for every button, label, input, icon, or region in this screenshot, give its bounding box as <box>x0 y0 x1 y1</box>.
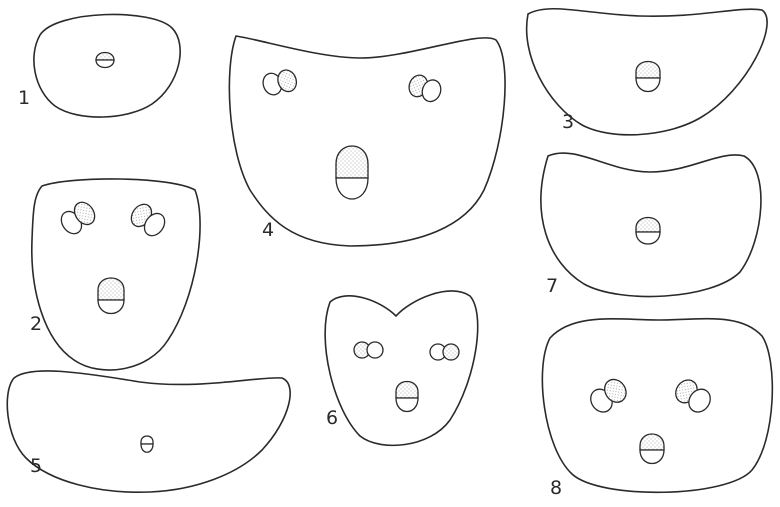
vascular-bundle <box>354 342 383 358</box>
figure-label: 5 <box>30 455 42 477</box>
vascular-bundle <box>671 376 714 416</box>
figure-label: 1 <box>18 87 30 109</box>
figure-6: 6 <box>325 291 478 445</box>
cross-section-outline <box>7 371 290 492</box>
vascular-bundle <box>98 278 124 314</box>
cross-section-outline <box>229 36 505 246</box>
vascular-bundle <box>636 62 660 92</box>
figure-label: 3 <box>562 111 574 133</box>
vascular-bundle <box>127 200 169 239</box>
figure-label: 7 <box>546 275 558 297</box>
figure-label: 6 <box>326 407 338 429</box>
vascular-bundle <box>57 198 99 237</box>
vascular-bundle <box>406 73 444 105</box>
vascular-bundle <box>636 218 660 245</box>
figure-7: 7 <box>541 153 761 297</box>
figure-8: 8 <box>542 319 772 499</box>
vascular-bundle <box>96 53 114 68</box>
figure-4: 4 <box>229 36 505 246</box>
vascular-bundle <box>396 382 418 412</box>
figure-label: 2 <box>30 313 42 335</box>
figure-label: 8 <box>550 477 562 499</box>
figure-label: 4 <box>262 219 274 241</box>
cross-section-outline <box>542 319 772 493</box>
figure-3: 3 <box>527 9 767 135</box>
vascular-bundle <box>336 146 368 199</box>
vascular-bundle <box>586 375 630 416</box>
vascular-bundle <box>430 344 459 360</box>
figure-2: 2 <box>30 179 200 370</box>
vascular-bundle <box>141 436 153 452</box>
vascular-bundle <box>260 66 299 100</box>
cross-section-outline <box>32 179 200 370</box>
figure-1: 1 <box>18 14 180 117</box>
vascular-bundle <box>640 434 664 464</box>
cross-section-outline <box>325 291 478 445</box>
figure-5: 5 <box>7 371 290 492</box>
